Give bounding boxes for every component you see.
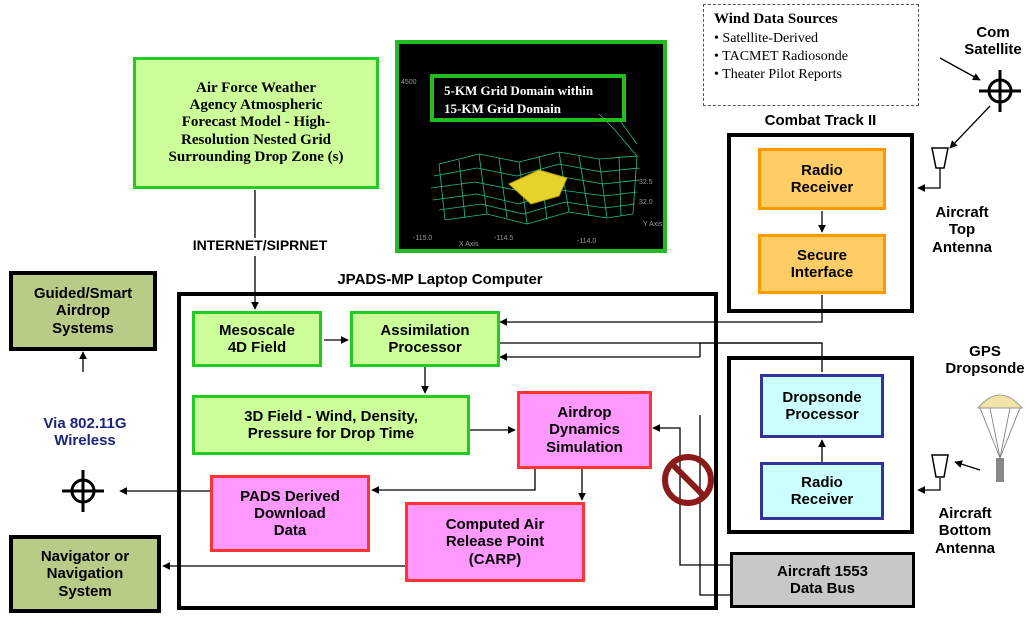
com-satellite-label: Com Satellite xyxy=(964,24,1022,59)
wind-source-item-1: • Satellite-Derived xyxy=(714,30,819,46)
afwa-line2: Agency Atmospheric xyxy=(189,97,323,114)
laptop-title: JPADS-MP Laptop Computer xyxy=(337,271,543,288)
bus-line-2 xyxy=(699,415,730,596)
aircraft-1553-bus-box: Aircraft 1553 Data Bus xyxy=(730,552,915,608)
airdrop-simulation-box: Airdrop Dynamics Simulation xyxy=(517,391,652,469)
y-tick-2: 32.5 xyxy=(639,179,653,186)
prohibited-icon xyxy=(662,454,714,506)
guided-airdrop-box: Guided/Smart Airdrop Systems xyxy=(9,271,157,351)
grid-domain-image: 4500 -115.0 -114.5 -114.0 X Axis 32.0 32… xyxy=(395,40,667,253)
bottom-antenna-to-radio-arrow xyxy=(917,478,941,494)
via-wireless-label: Via 802.11G Wireless xyxy=(43,415,127,450)
wind-sources-title: Wind Data Sources xyxy=(714,11,838,27)
afwa-line4: Resolution Nested Grid xyxy=(181,131,331,148)
navigator-box: Navigator or Navigation System xyxy=(9,535,161,613)
secure-to-assimilation-arrow xyxy=(499,295,823,326)
pads-download-box: PADS Derived Download Data xyxy=(210,475,370,552)
inset-line2: 15-KM Grid Domain xyxy=(444,100,561,116)
x-tick-mid: -114.5 xyxy=(494,235,513,242)
afwa-forecast-box: Air Force Weather Agency Atmospheric For… xyxy=(133,57,379,189)
ds-radio-receiver-box: Radio Receiver xyxy=(760,462,884,520)
wireless-antenna-icon xyxy=(62,470,104,512)
z-tick: 4500 xyxy=(401,79,417,86)
gps-dropsonde-label: GPS Dropsonde xyxy=(945,343,1025,378)
bus-to-sim-arrow xyxy=(652,424,730,566)
top-antenna-icon xyxy=(931,147,949,169)
wind-to-satellite-arrow xyxy=(939,57,981,81)
top-antenna-to-radio-arrow xyxy=(917,168,941,192)
satellite-to-antenna-arrow xyxy=(949,105,991,149)
x-tick-right: -114.0 xyxy=(577,238,596,245)
afwa-line3: Forecast Model - High- xyxy=(181,114,331,131)
y-tick-1: 32.0 xyxy=(639,199,653,206)
x-axis-label: X Axis xyxy=(459,241,479,248)
terrain-mesh-graphic: 4500 -115.0 -114.5 -114.0 X Axis 32.0 32… xyxy=(401,79,663,248)
satellite-icon xyxy=(979,70,1021,112)
combat-track-title: Combat Track II xyxy=(764,112,877,129)
mesoscale-box: Mesoscale 4D Field xyxy=(192,311,322,367)
internet-siprnet-label: INTERNET/SIPRNET xyxy=(192,237,328,253)
dropsonde-processor-box: Dropsonde Processor xyxy=(760,374,884,438)
x-tick-left: -115.0 xyxy=(413,235,432,242)
secure-interface-box: Secure Interface xyxy=(758,234,886,294)
field-3d-box: 3D Field - Wind, Density, Pressure for D… xyxy=(192,395,470,455)
wind-source-item-3: • Theater Pilot Reports xyxy=(714,66,842,82)
y-axis-label: Y Axis xyxy=(643,221,663,228)
afwa-line5: Surrounding Drop Zone (s) xyxy=(168,148,344,165)
ct-radio-receiver-box: Radio Receiver xyxy=(758,148,886,210)
aircraft-top-antenna-label: Aircraft Top Antenna xyxy=(932,204,992,256)
grid-inset-label: 5-KM Grid Domain within 15-KM Grid Domai… xyxy=(430,74,626,122)
wind-sources-box: Wind Data Sources • Satellite-Derived • … xyxy=(703,4,919,106)
dropsonde-connector xyxy=(699,342,822,357)
aircraft-bottom-antenna-label: Aircraft Bottom Antenna xyxy=(935,505,995,557)
assimilation-box: Assimilation Processor xyxy=(350,311,500,367)
parachute-icon xyxy=(976,394,1024,482)
wind-source-item-2: • TACMET Radiosonde xyxy=(714,48,848,64)
carp-box: Computed Air Release Point (CARP) xyxy=(405,502,585,582)
afwa-line1: Air Force Weather xyxy=(196,79,316,96)
inset-line1: 5-KM Grid Domain within xyxy=(444,83,594,98)
sim-to-pads-arrow xyxy=(371,468,536,494)
bottom-antenna-icon xyxy=(931,454,949,478)
dropsonde-to-antenna-arrow xyxy=(954,460,981,471)
